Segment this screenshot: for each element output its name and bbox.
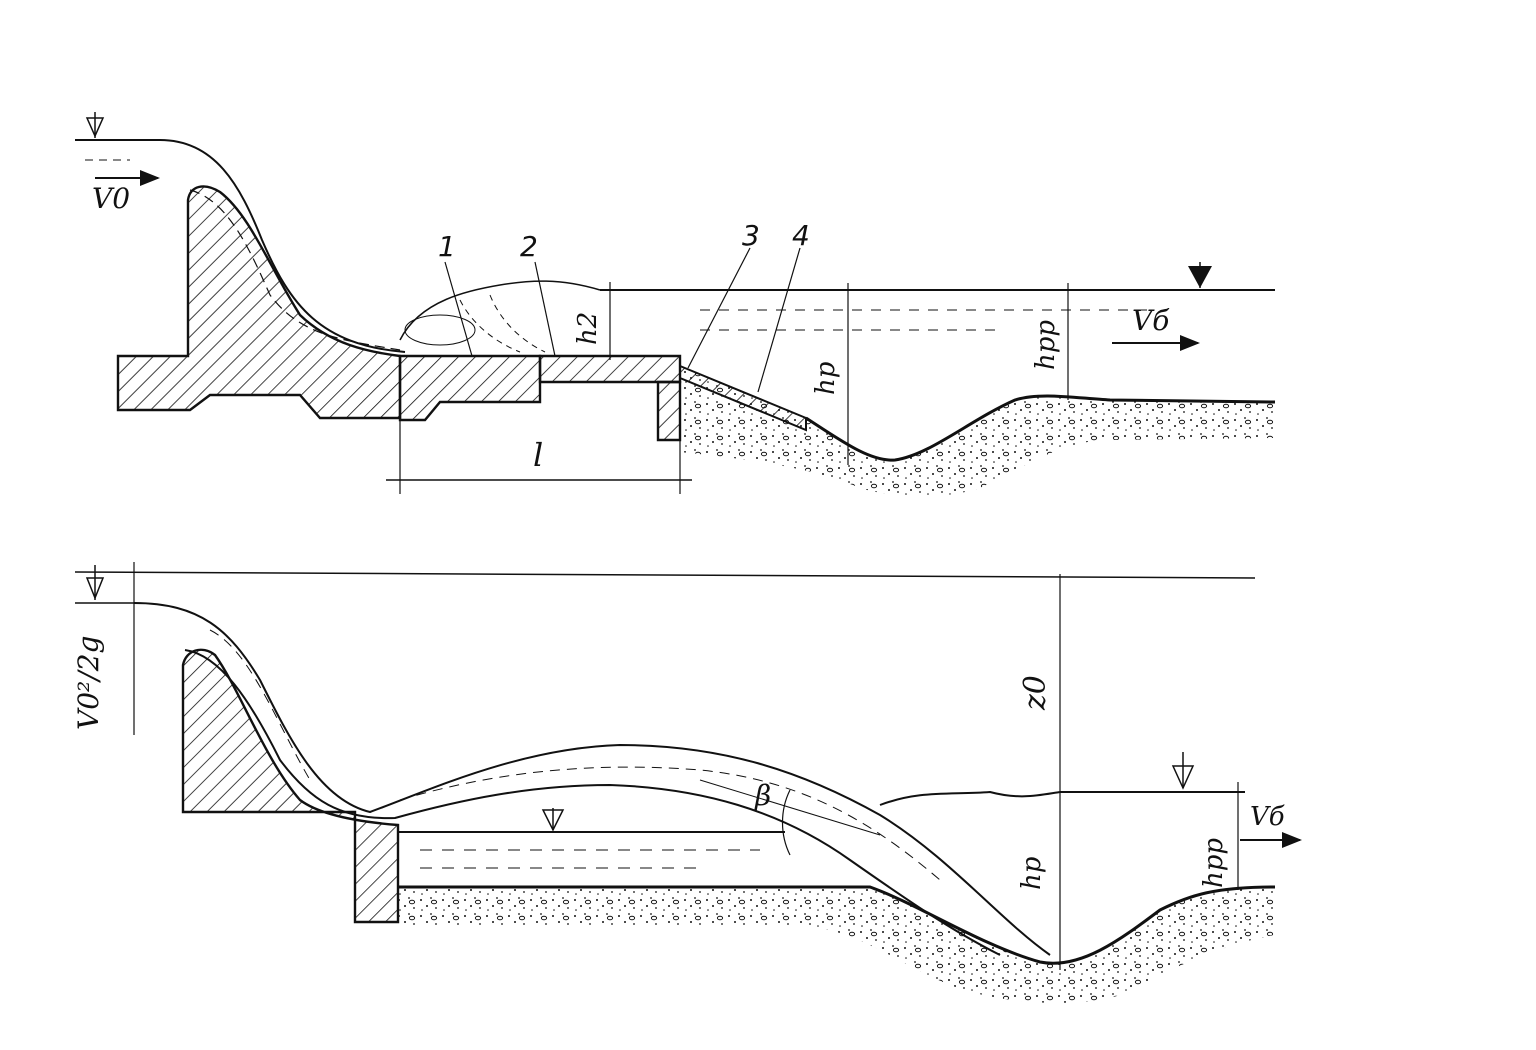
top-section: V0 Vб [75, 112, 1276, 497]
water-level-mark-tailwater-lower [1171, 752, 1195, 790]
label-beta: β [754, 779, 771, 812]
water-level-mark-upstream [85, 112, 105, 138]
energy-line [74, 571, 1256, 579]
nappe-upper [159, 139, 406, 353]
spillway-dam [116, 185, 402, 420]
marker-1: 1 [438, 230, 456, 263]
free-jet-lower [184, 649, 1001, 956]
tailwater-surface-lower [879, 790, 1245, 806]
label-hpp-bottom: hpp [1199, 838, 1229, 888]
label-l: l [533, 436, 543, 474]
stilling-basin-slab [398, 354, 542, 422]
spillway-dam-lower [181, 648, 400, 924]
label-z0: z0 [1018, 675, 1053, 711]
water-level-mark-tailwater [1188, 262, 1212, 288]
label-v0-head: V0²/2g [72, 636, 105, 730]
label-hpp-top: hpp [1031, 320, 1061, 370]
water-level-mark-upstream-lower [85, 565, 105, 601]
label-hp-top: hp [811, 361, 841, 395]
marker-3: 3 [742, 219, 760, 252]
dimension-l [386, 360, 692, 494]
label-vb-top: Vб [1132, 304, 1170, 337]
angle-beta-arc [781, 789, 791, 856]
riverbed-scour-top [680, 366, 1275, 497]
water-level-mark-pool [541, 808, 565, 832]
marker-2: 2 [520, 230, 538, 263]
cutoff-wall [656, 380, 682, 442]
hydraulic-jump-roller [399, 280, 601, 341]
free-jet-upper [133, 602, 1051, 956]
label-h2: h2 [573, 312, 603, 345]
label-vb-bottom: Vб [1250, 802, 1285, 832]
label-v0: V0 [92, 182, 130, 215]
riverbed-lower [398, 887, 1275, 1003]
label-hp-bottom: hp [1017, 856, 1047, 890]
marker-4: 4 [792, 219, 810, 252]
bottom-section: V0²/2g Vб β z0 hp [72, 562, 1302, 1003]
